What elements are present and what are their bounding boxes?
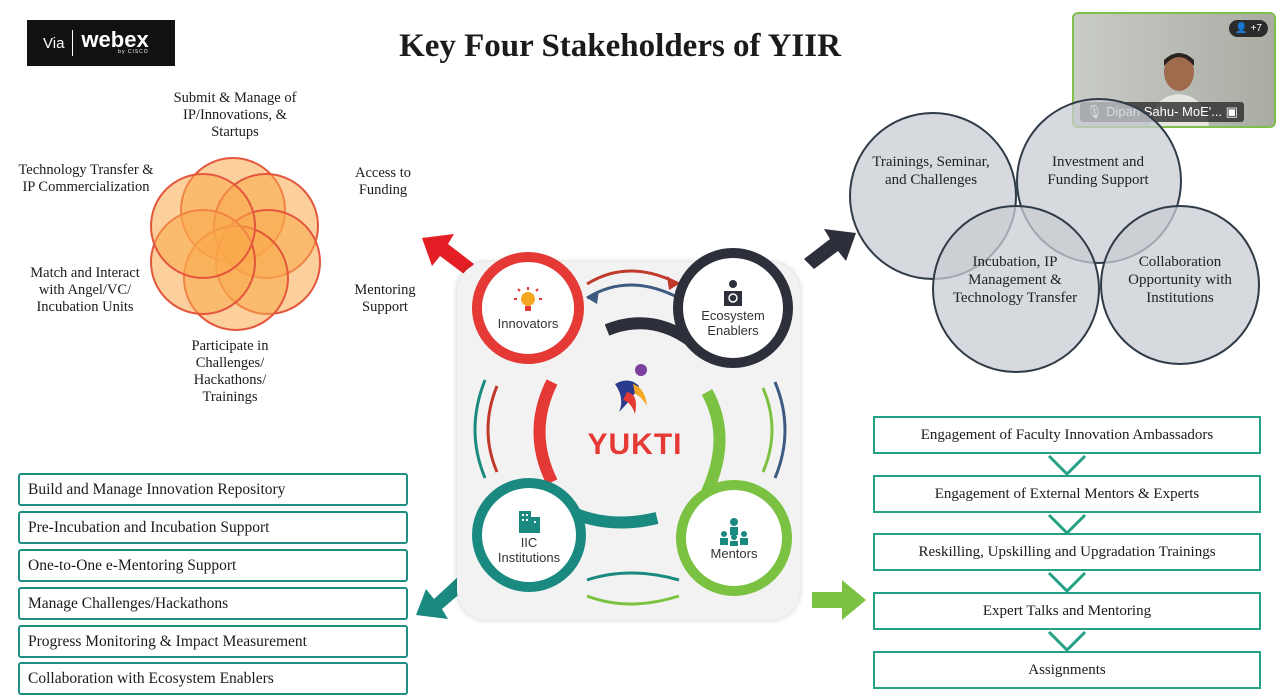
node-ecosystem-enablers: Ecosystem Enablers	[673, 248, 793, 368]
arrow-innovators-to-enablers	[586, 269, 680, 286]
arrow-innovators-to-institutions	[486, 385, 499, 473]
badge-via: Via	[43, 34, 65, 52]
right-box-3: Reskilling, Upskilling and Upgradation T…	[873, 533, 1261, 571]
down-chevron-icon	[1047, 630, 1087, 653]
flower-diagram	[150, 157, 321, 331]
ring-segment-red	[533, 379, 558, 485]
ring-segment-green	[701, 389, 726, 495]
left-box-4: Manage Challenges/Hackathons	[18, 587, 408, 620]
node-enablers-label: Ecosystem Enablers	[701, 308, 765, 338]
arrowhead-left-icon	[587, 290, 599, 304]
arrow-enablers-to-mentors	[773, 381, 787, 479]
arrow-enablers-to-innovators	[586, 283, 680, 300]
right-box-5: Assignments	[873, 651, 1261, 689]
arrow-up-right-icon	[804, 229, 856, 269]
slide-title: Key Four Stakeholders of YIIR	[399, 28, 841, 64]
down-chevron-icon	[1047, 513, 1087, 536]
label-submit: Submit & Manage of IP/Innovations, & Sta…	[173, 90, 297, 140]
arrow-institutions-to-innovators	[473, 379, 487, 479]
label-tech-transfer: Technology Transfer & IP Commercializati…	[18, 162, 154, 195]
label-funding: Access to Funding	[355, 165, 411, 198]
node-innovators: Innovators	[472, 252, 584, 364]
webex-badge: Via webex by CISCO	[27, 20, 175, 66]
text-incubation: Incubation, IP Management & Technology T…	[952, 254, 1078, 306]
text-collaboration: Collaboration Opportunity with Instituti…	[1128, 254, 1232, 306]
text-investment: Investment and Funding Support	[1047, 154, 1149, 188]
arrow-down-left-icon	[416, 575, 470, 619]
arrow-up-left-icon	[422, 234, 474, 274]
circle-incubation	[932, 205, 1100, 373]
arrowhead-right-icon	[667, 276, 679, 290]
left-box-1: Build and Manage Innovation Repository	[18, 473, 408, 506]
down-chevron-icon	[1047, 454, 1087, 477]
badge-sub: by CISCO	[118, 49, 149, 55]
text-trainings: Trainings, Seminar, and Challenges	[872, 154, 990, 188]
circle-collaboration	[1100, 205, 1260, 365]
label-participate: Participate in Challenges/ Hackathons/ T…	[191, 338, 269, 405]
yukti-logo-icon	[615, 364, 647, 414]
node-iic-institutions: IIC Institutions	[472, 478, 586, 592]
badge-separator	[72, 30, 74, 56]
node-mentors: Mentors	[676, 480, 792, 596]
yukti-logo-text: YUKTI	[587, 428, 683, 461]
label-mentoring: Mentoring Support	[354, 282, 416, 315]
participant-count: +7	[1250, 23, 1262, 34]
lightbulb-icon	[514, 286, 542, 311]
arrow-mentors-to-institutions	[586, 594, 680, 606]
webex-logo: webex by CISCO	[81, 27, 149, 56]
down-chevron-icon	[1047, 571, 1087, 594]
arrow-mentors-to-enablers	[761, 387, 774, 473]
left-box-6: Collaboration with Ecosystem Enablers	[18, 662, 408, 695]
participant-count-badge[interactable]: 👤 +7	[1229, 20, 1268, 37]
node-innovators-label: Innovators	[497, 315, 559, 331]
node-mentors-label: Mentors	[710, 545, 758, 561]
left-box-5: Progress Monitoring & Impact Measurement	[18, 625, 408, 658]
flower-petal	[150, 173, 256, 279]
right-box-2: Engagement of External Mentors & Experts	[873, 475, 1261, 513]
right-box-1: Engagement of Faculty Innovation Ambassa…	[873, 416, 1261, 454]
label-match: Match and Interact with Angel/VC/ Incuba…	[30, 265, 140, 315]
arrow-down-right-icon	[812, 580, 866, 620]
building-icon	[519, 511, 540, 533]
left-box-2: Pre-Incubation and Incubation Support	[18, 511, 408, 544]
left-box-3: One-to-One e-Mentoring Support	[18, 549, 408, 582]
badge-brand: webex	[81, 27, 149, 52]
arrow-institutions-to-mentors	[586, 571, 680, 582]
node-institutions-label: IIC Institutions	[497, 535, 561, 565]
podium-icon	[724, 280, 742, 306]
right-box-4: Expert Talks and Mentoring	[873, 592, 1261, 630]
mentors-group-icon	[720, 517, 748, 546]
